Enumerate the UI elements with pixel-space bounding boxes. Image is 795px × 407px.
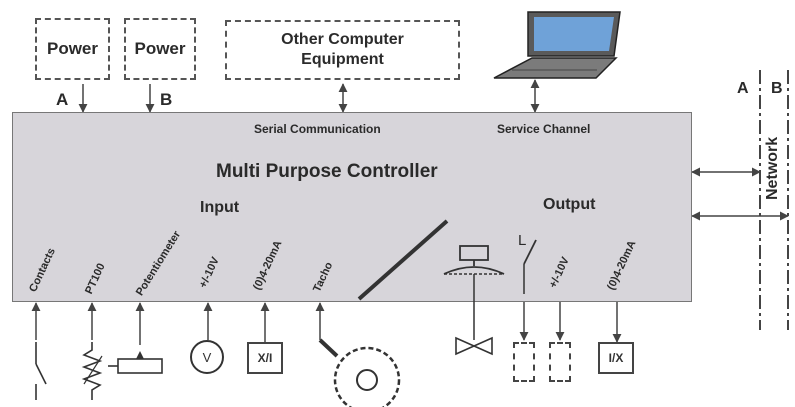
relay-contact-label: L xyxy=(518,232,527,249)
voltmeter-icon: V xyxy=(190,340,224,374)
output-converter-label: I/X xyxy=(608,351,624,365)
voltage-load-box xyxy=(549,342,571,382)
tacho-motor-icon xyxy=(318,338,401,407)
serial-communication-label: Serial Communication xyxy=(254,122,381,136)
power-a-label: Power xyxy=(46,39,99,58)
potentiometer-icon xyxy=(108,351,163,374)
controller-title: Multi Purpose Controller xyxy=(216,161,438,182)
input-converter-label: X/I xyxy=(257,351,273,365)
laptop-icon xyxy=(493,11,621,79)
network-label: Network xyxy=(764,136,781,200)
contact-switch-icon xyxy=(35,342,47,400)
other-equipment-box: Other Computer Equipment xyxy=(225,20,460,80)
relay-load-box xyxy=(513,342,535,382)
output-section-label: Output xyxy=(543,196,596,213)
network-line-a-label: A xyxy=(737,80,749,97)
input-output-divider xyxy=(357,219,449,301)
power-a-feed-label: A xyxy=(56,90,69,109)
input-converter-box: X/I xyxy=(247,342,283,374)
input-section-label: Input xyxy=(200,199,240,216)
output-converter-box: I/X xyxy=(598,342,634,374)
other-equipment-label: Other Computer Equipment xyxy=(281,31,404,68)
valve-actuator-icon xyxy=(443,245,505,356)
service-channel-label: Service Channel xyxy=(497,122,591,136)
voltmeter-label: V xyxy=(202,349,212,365)
pt100-resistor-icon xyxy=(81,342,103,400)
controller-box xyxy=(12,112,692,302)
power-b-label: Power xyxy=(134,39,186,58)
relay-contact-icon xyxy=(523,239,537,294)
power-b-feed-label: B xyxy=(160,90,173,109)
power-box-b: Power xyxy=(124,18,196,80)
network-line-b-label: B xyxy=(771,80,783,97)
power-box-a: Power xyxy=(35,18,110,80)
